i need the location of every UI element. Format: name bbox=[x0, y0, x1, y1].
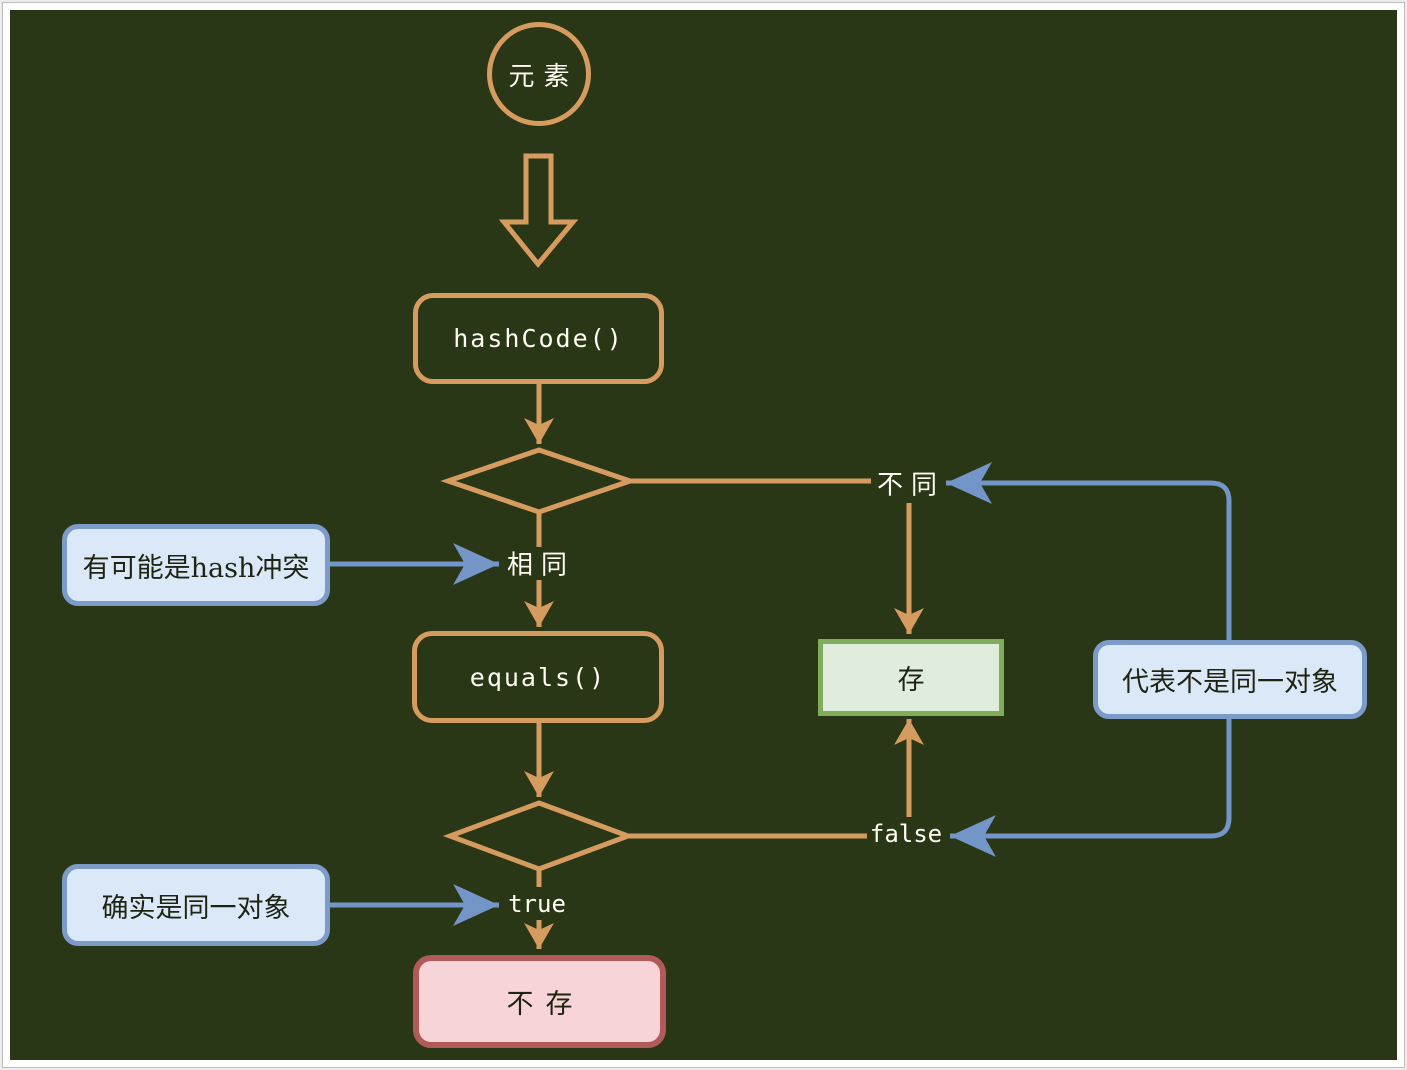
edge-note3-to-false bbox=[950, 718, 1232, 857]
edge-label-different: 不同 bbox=[876, 470, 946, 501]
edge-label-false: false bbox=[869, 820, 943, 848]
note-hash-conflict-label: 有可能是hash冲突 bbox=[82, 552, 310, 584]
not-store-node: 不存 bbox=[413, 955, 666, 1048]
hashcode-node-label: hashCode() bbox=[453, 324, 624, 353]
start-node-label: 元素 bbox=[508, 61, 579, 92]
edge-note3-to-different bbox=[946, 462, 1232, 641]
note-same-object-label: 确实是同一对象 bbox=[101, 892, 291, 924]
decision-hashcode-diamond bbox=[440, 447, 638, 515]
block-arrow-down bbox=[498, 153, 579, 268]
start-node: 元素 bbox=[487, 22, 591, 126]
note-not-same-object: 代表不是同一对象 bbox=[1093, 640, 1367, 719]
edge-label-true: true bbox=[508, 890, 566, 918]
equals-node-label: equals() bbox=[469, 662, 607, 692]
hashcode-node: hashCode() bbox=[413, 293, 664, 384]
note-same-object: 确实是同一对象 bbox=[62, 864, 330, 946]
decision-equals-diamond bbox=[442, 800, 636, 872]
store-node-label: 存 bbox=[897, 665, 925, 696]
edge-label-same: 相同 bbox=[506, 550, 576, 581]
not-store-node-label: 不存 bbox=[506, 989, 585, 1020]
note-hash-conflict: 有可能是hash冲突 bbox=[62, 524, 330, 606]
store-node: 存 bbox=[818, 639, 1004, 716]
equals-node: equals() bbox=[412, 631, 664, 723]
note-not-same-object-label: 代表不是同一对象 bbox=[1122, 667, 1338, 698]
